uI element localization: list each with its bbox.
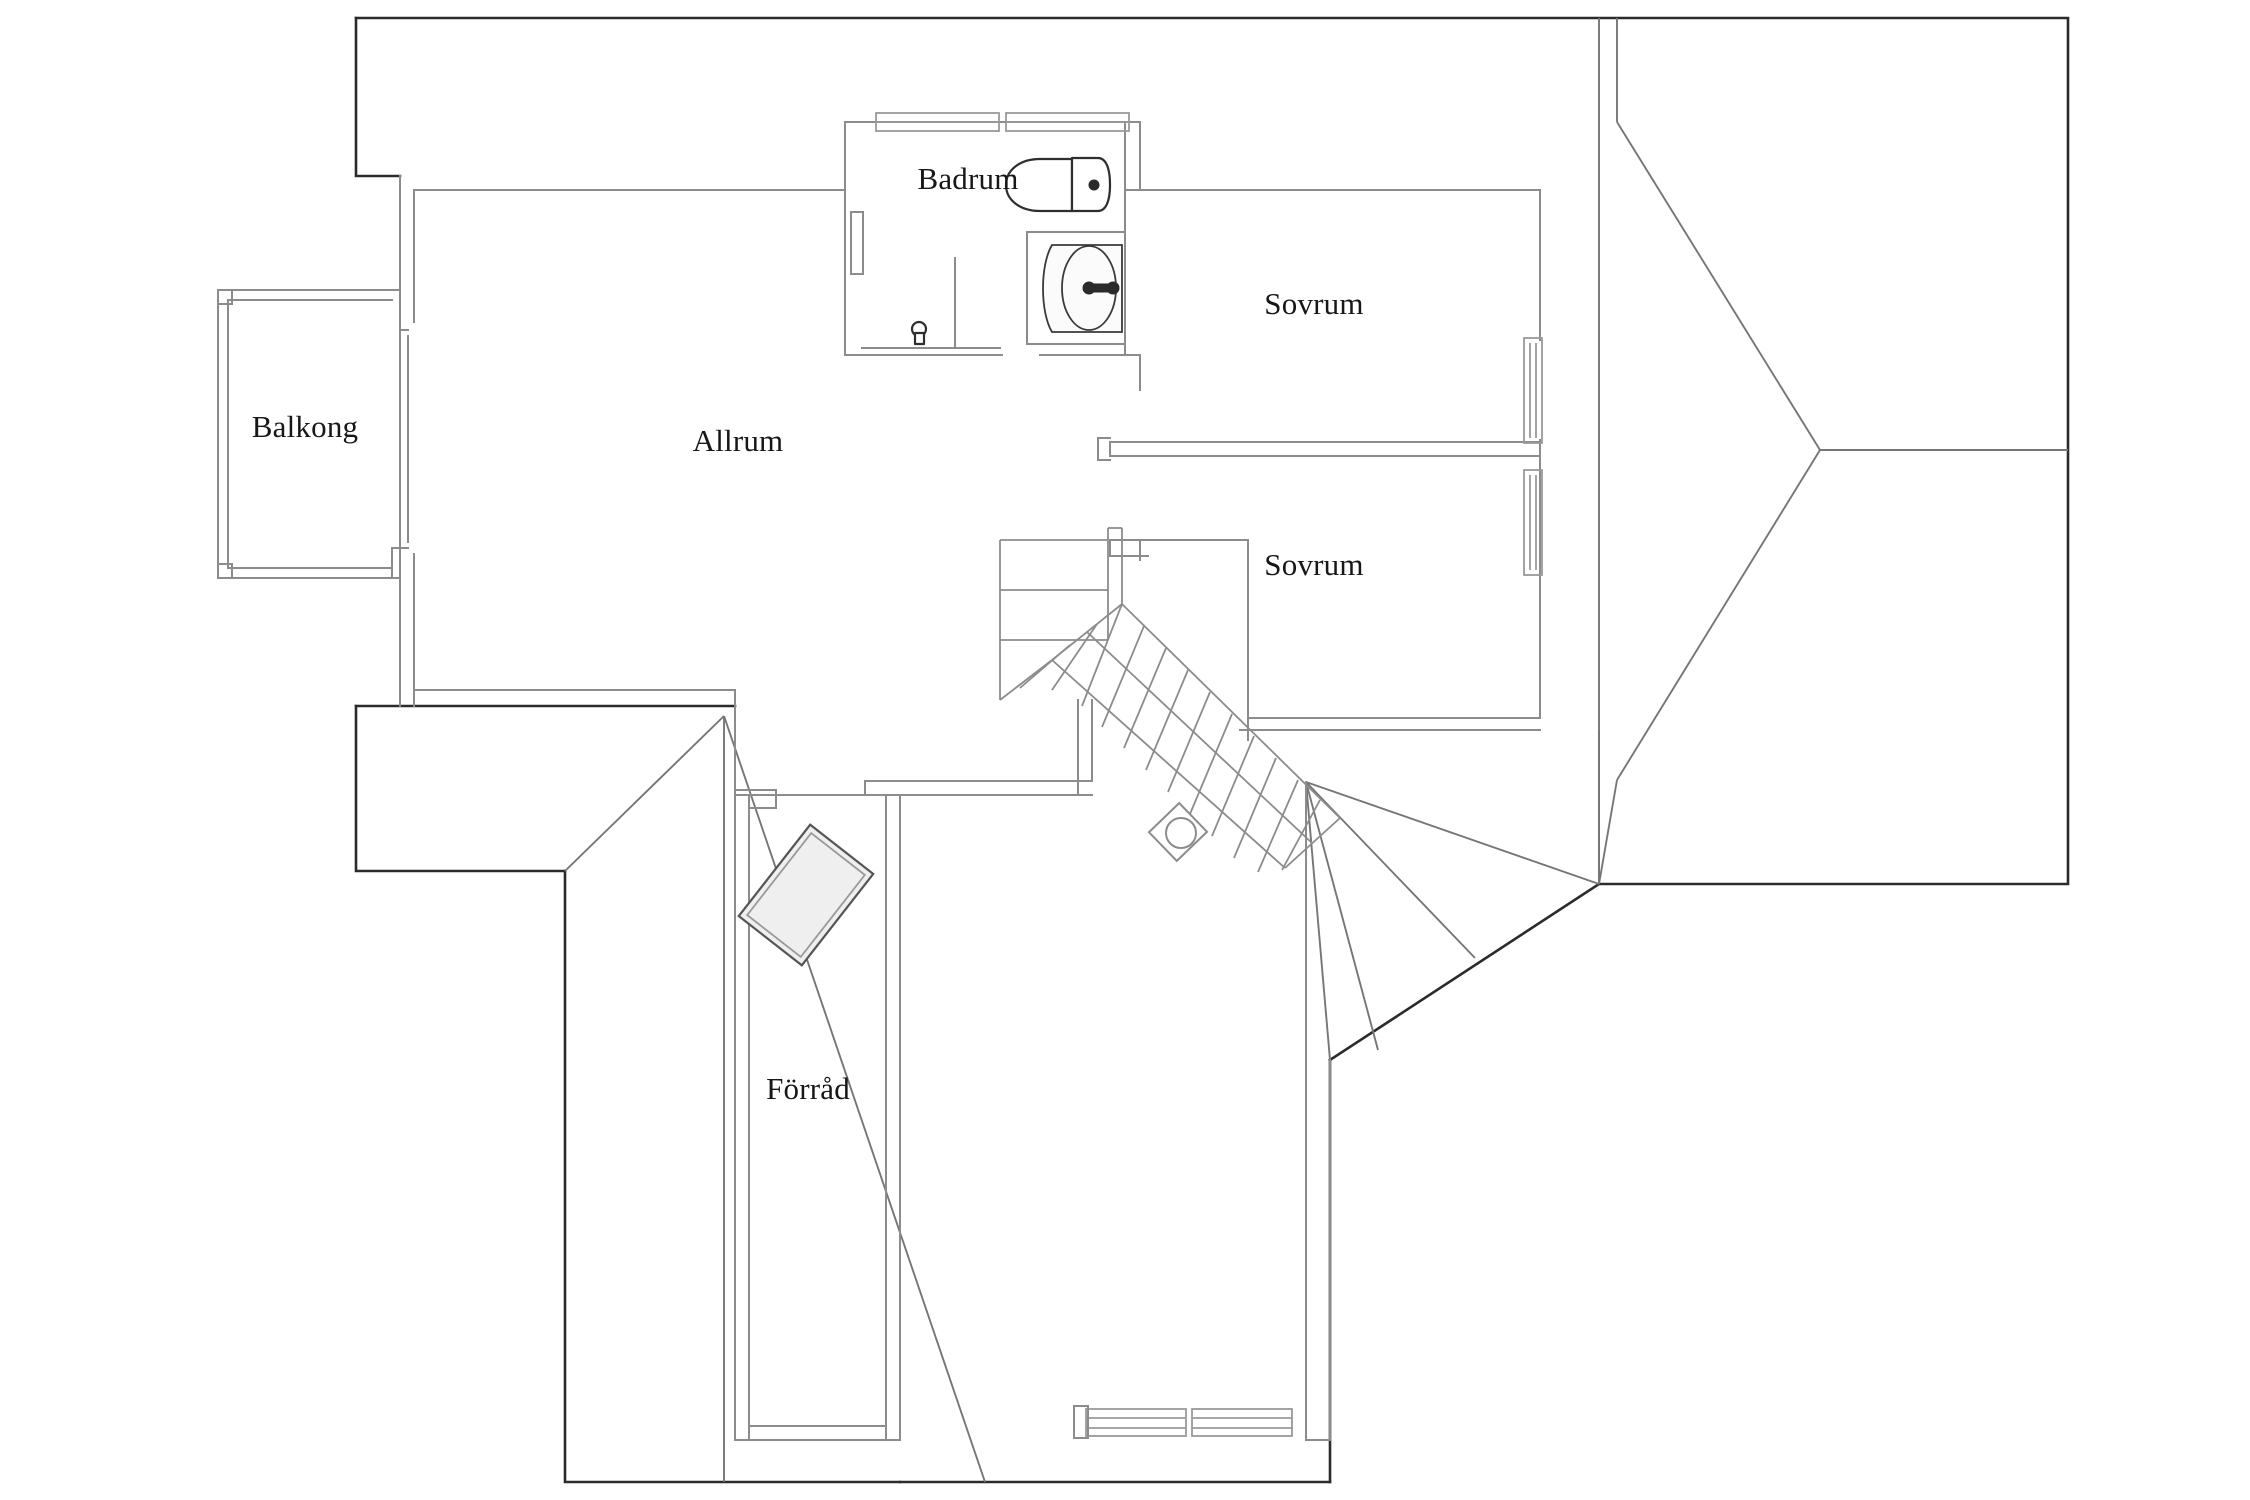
window-double-bottom [1073, 1405, 1293, 1439]
badrum-door-jamb [850, 211, 864, 275]
access-hatch-panel[interactable] [737, 823, 875, 967]
balkong-structure [217, 289, 409, 579]
roof-fan-right [1305, 781, 1600, 1061]
room-label-balkong: Balkong [252, 409, 358, 444]
roof-valley-left [564, 715, 986, 1483]
window-double-top [875, 112, 1130, 132]
room-labels: Balkong Allrum Badrum Sovrum Sovrum Förr… [252, 161, 1364, 1106]
sink-faucet [1082, 281, 1120, 295]
sink-fixture [1026, 231, 1126, 345]
room-label-forrad: Förråd [766, 1071, 850, 1106]
shower-drain [910, 320, 928, 346]
sovrum-2-walls [1109, 461, 1541, 741]
staircase[interactable] [999, 527, 1341, 873]
window-sovrum-upper [1523, 337, 1543, 444]
window-sovrum-lower [1523, 469, 1543, 576]
room-label-sovrum-1: Sovrum [1264, 286, 1363, 321]
room-label-badrum: Badrum [917, 161, 1018, 196]
toilet-fixture [1004, 156, 1112, 213]
shower-enclosure [861, 257, 1001, 349]
room-label-sovrum-2: Sovrum [1264, 547, 1363, 582]
sovrum-1-walls [1097, 189, 1541, 463]
forrad-walls [734, 699, 1331, 1441]
balcony-door[interactable] [391, 329, 409, 579]
room-label-allrum: Allrum [693, 423, 784, 458]
stair-newel-post [1147, 801, 1209, 863]
